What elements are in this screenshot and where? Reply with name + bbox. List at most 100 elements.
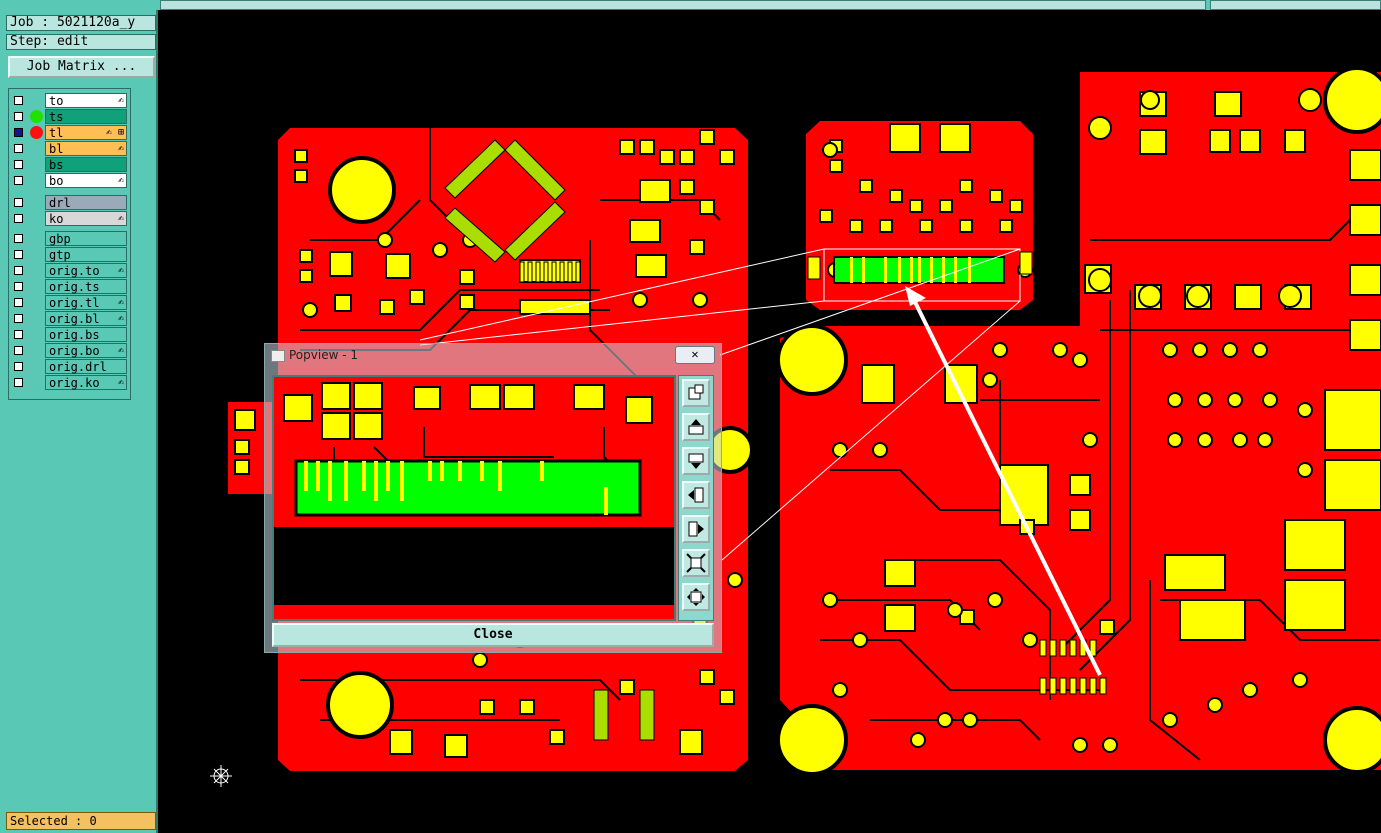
- layer-row-bs[interactable]: bs: [11, 157, 129, 173]
- layer-checkbox[interactable]: [14, 266, 23, 275]
- layer-edit-icon: ✍: [117, 265, 124, 276]
- zoom-home-icon[interactable]: [682, 583, 710, 611]
- layer-name[interactable]: orig.to: [45, 263, 127, 278]
- layer-checkbox[interactable]: [14, 234, 23, 243]
- layer-name[interactable]: orig.drl: [45, 359, 127, 374]
- layer-name[interactable]: bo: [45, 173, 127, 188]
- layer-edit-icon: ✍: [117, 95, 124, 106]
- layer-edit-icon: ✍ ⊞: [105, 127, 124, 138]
- layer-edit-icon: ✍: [117, 313, 124, 324]
- layer-checkbox[interactable]: [14, 160, 23, 169]
- highlight-connector-pins: [850, 257, 971, 283]
- popview-close-button[interactable]: Close: [272, 623, 714, 647]
- layer-name[interactable]: gbp: [45, 231, 127, 246]
- layer-status-dot: [30, 126, 43, 139]
- top-bar-segment: [160, 0, 1206, 10]
- layer-name[interactable]: orig.ko: [45, 375, 127, 390]
- pan-up-icon[interactable]: [682, 413, 710, 441]
- layer-row-tl[interactable]: tl✍ ⊞: [11, 125, 129, 141]
- layer-edit-icon: ✍: [117, 213, 124, 224]
- layer-name[interactable]: orig.tl: [45, 295, 127, 310]
- layer-checkbox[interactable]: [14, 96, 23, 105]
- zoom-connector-pins: [304, 461, 608, 515]
- layer-name[interactable]: orig.bo: [45, 343, 127, 358]
- layer-edit-icon: ✍: [117, 377, 124, 388]
- zoom-pads: [283, 382, 653, 440]
- annotation-arrow: [910, 295, 1102, 676]
- pan-left-icon[interactable]: [682, 481, 710, 509]
- connector-pads-bottom: [593, 689, 655, 741]
- layer-checkbox[interactable]: [14, 144, 23, 153]
- layer-name[interactable]: to: [45, 93, 127, 108]
- layer-name[interactable]: bs: [45, 157, 127, 172]
- layer-edit-icon: ✍: [117, 297, 124, 308]
- popview-window[interactable]: Popview - 1 ✕: [264, 343, 722, 653]
- layer-name[interactable]: orig.bl: [45, 311, 127, 326]
- top-bar: [0, 0, 1381, 10]
- layer-name[interactable]: ts: [45, 109, 127, 124]
- job-label: Job : 5021120a_y: [6, 15, 156, 31]
- layer-status-dot: [30, 110, 43, 123]
- connector-pads-left: [519, 261, 581, 283]
- step-label: Step: edit: [6, 34, 156, 50]
- layer-name[interactable]: drl: [45, 195, 127, 210]
- layer-name[interactable]: bl: [45, 141, 127, 156]
- layer-name[interactable]: orig.ts: [45, 279, 127, 294]
- layer-checkbox[interactable]: [14, 378, 23, 387]
- connector-side-pad: [807, 256, 821, 280]
- popview-title: Popview - 1: [289, 348, 358, 362]
- layer-row-orig-bo[interactable]: orig.bo✍: [11, 343, 129, 359]
- bottom-chip: [1039, 639, 1107, 695]
- layer-checkbox[interactable]: [14, 282, 23, 291]
- qfp-chip: [444, 139, 566, 263]
- layer-name[interactable]: orig.bs: [45, 327, 127, 342]
- layer-row-gtp[interactable]: gtp: [11, 247, 129, 263]
- window-icon: [271, 350, 285, 362]
- layer-row-ko[interactable]: ko✍: [11, 211, 129, 227]
- layer-name[interactable]: gtp: [45, 247, 127, 262]
- job-matrix-button[interactable]: Job Matrix ...: [8, 56, 155, 78]
- zoom-connector: [294, 459, 642, 517]
- pan-down-icon[interactable]: [682, 447, 710, 475]
- layer-row-orig-tl[interactable]: orig.tl✍: [11, 295, 129, 311]
- layer-edit-icon: ✍: [117, 345, 124, 356]
- zoom-window-icon[interactable]: [682, 379, 710, 407]
- layer-name[interactable]: ko: [45, 211, 127, 226]
- layer-row-orig-bs[interactable]: orig.bs: [11, 327, 129, 343]
- layer-row-bl[interactable]: bl✍: [11, 141, 129, 157]
- connector-side-pad: [1019, 251, 1033, 275]
- layer-row-orig-ko[interactable]: orig.ko✍: [11, 375, 129, 391]
- zoom-out-icon[interactable]: [682, 549, 710, 577]
- highlight-box: [823, 248, 1021, 302]
- mounting-holes: [326, 66, 1381, 776]
- layer-checkbox[interactable]: [14, 314, 23, 323]
- layer-row-orig-to[interactable]: orig.to✍: [11, 263, 129, 279]
- layer-checkbox[interactable]: [14, 176, 23, 185]
- layer-row-drl[interactable]: drl: [11, 195, 129, 211]
- popview-zoom-view[interactable]: [272, 375, 676, 621]
- layer-checkbox[interactable]: [14, 214, 23, 223]
- layer-checkbox[interactable]: [14, 112, 23, 121]
- layer-checkbox[interactable]: [14, 128, 23, 137]
- layer-edit-icon: ✍: [117, 143, 124, 154]
- layer-row-ts[interactable]: ts: [11, 109, 129, 125]
- layer-row-orig-bl[interactable]: orig.bl✍: [11, 311, 129, 327]
- pan-right-icon[interactable]: [682, 515, 710, 543]
- layer-checkbox[interactable]: [14, 330, 23, 339]
- layer-checkbox[interactable]: [14, 250, 23, 259]
- layer-row-orig-ts[interactable]: orig.ts: [11, 279, 129, 295]
- top-bar-segment: [1210, 0, 1381, 10]
- layer-row-bo[interactable]: bo✍: [11, 173, 129, 189]
- selected-count: Selected : 0: [6, 812, 156, 830]
- layer-row-gbp[interactable]: gbp: [11, 231, 129, 247]
- layer-row-to[interactable]: to✍: [11, 93, 129, 109]
- popview-close-x-button[interactable]: ✕: [675, 346, 715, 364]
- layer-checkbox[interactable]: [14, 362, 23, 371]
- layer-checkbox[interactable]: [14, 298, 23, 307]
- layer-row-orig-drl[interactable]: orig.drl: [11, 359, 129, 375]
- layer-checkbox[interactable]: [14, 346, 23, 355]
- vias: [302, 88, 1322, 753]
- layer-name[interactable]: tl: [45, 125, 127, 140]
- layer-checkbox[interactable]: [14, 198, 23, 207]
